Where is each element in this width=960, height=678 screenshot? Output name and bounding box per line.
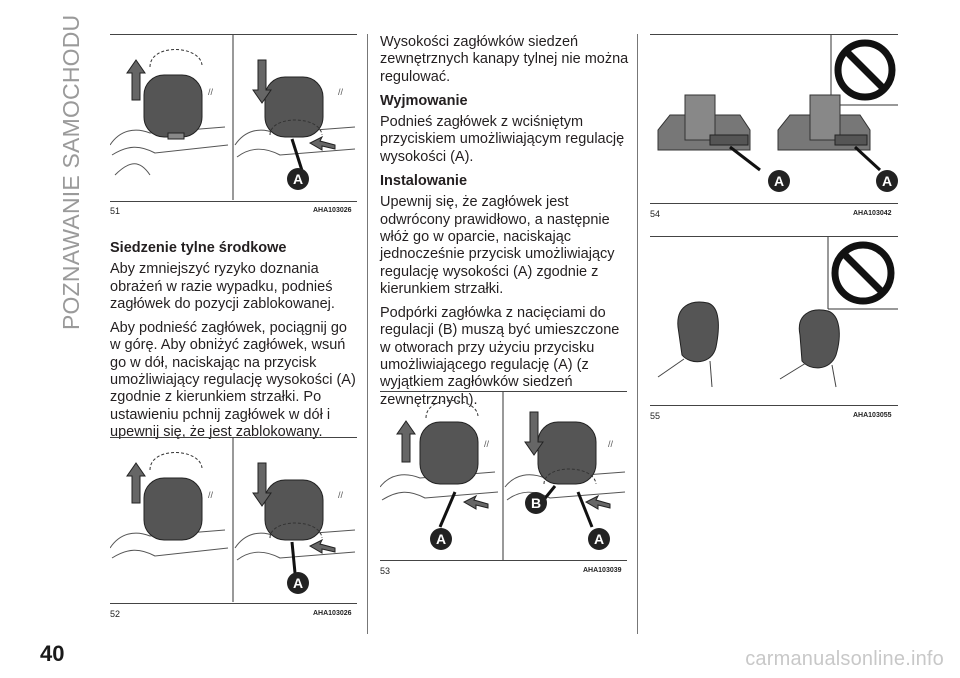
figure-bottom-rule <box>650 405 898 406</box>
figure-top-rule <box>110 437 357 438</box>
svg-text://: // <box>338 490 344 500</box>
figure-number: 51 <box>110 206 121 216</box>
figure-54-image <box>650 35 898 203</box>
callout-label-a: A <box>287 168 309 190</box>
paragraph: Podnieś zagłówek z wciśniętym przyciskie… <box>380 114 625 165</box>
figure-55-image <box>650 237 898 405</box>
figure-number: 55 <box>650 411 661 421</box>
figure-51-image: // // <box>110 35 358 200</box>
figure-code: AHA103055 <box>853 412 892 419</box>
callout-label-b: B <box>525 492 547 514</box>
paragraph: Upewnij się, że zagłówek jest odwrócony … <box>380 194 615 297</box>
figure-53-image: // // <box>380 392 628 560</box>
figure-top-rule <box>380 391 627 392</box>
figure-bottom-rule <box>110 201 357 202</box>
column-2-text: Wysokości zagłówków siedzeń zewnętrznych… <box>380 34 630 416</box>
figure-bottom-rule <box>380 560 627 561</box>
paragraph: Podpórki zagłówka z nacięciami do regula… <box>380 305 620 408</box>
figure-top-rule <box>650 236 898 237</box>
column-divider <box>637 34 638 634</box>
figure-52-image: // // <box>110 438 358 602</box>
figure-code: AHA103042 <box>853 210 892 217</box>
page-number: 40 <box>40 641 65 666</box>
figure-number: 52 <box>110 609 121 619</box>
paragraph: Aby zmniejszyć ryzyko doznania obrażeń w… <box>110 261 335 312</box>
callout-label-a: A <box>876 170 898 192</box>
section-heading: Instalowanie <box>380 173 468 190</box>
figure-code: AHA103026 <box>313 610 352 617</box>
figure-top-rule <box>650 34 898 35</box>
paragraph: Aby podnieść zagłówek, pociągnij go w gó… <box>110 320 356 440</box>
section-heading: Siedzenie tylne środkowe <box>110 240 287 256</box>
callout-label-a: A <box>430 528 452 550</box>
figure-number: 54 <box>650 209 661 219</box>
svg-text://: // <box>338 87 344 97</box>
svg-text://: // <box>608 439 614 449</box>
section-sidebar-title: POZNAWANIE SAMOCHODU <box>58 14 84 330</box>
figure-code: AHA103026 <box>313 207 352 214</box>
figure-bottom-rule <box>650 203 898 204</box>
column-1-text: Siedzenie tylne środkowe Aby zmniejszyć … <box>110 240 360 448</box>
figure-code: AHA103039 <box>583 567 622 574</box>
watermark: carmanualsonline.info <box>745 648 944 670</box>
figure-bottom-rule <box>110 603 357 604</box>
section-heading: Wyjmowanie <box>380 92 468 109</box>
svg-text://: // <box>208 490 214 500</box>
callout-label-a: A <box>768 170 790 192</box>
svg-text://: // <box>484 439 490 449</box>
svg-text://: // <box>208 87 214 97</box>
callout-label-a: A <box>287 572 309 594</box>
paragraph: Wysokości zagłówków siedzeń zewnętrznych… <box>380 34 629 85</box>
figure-number: 53 <box>380 566 391 576</box>
callout-label-a: A <box>588 528 610 550</box>
figure-top-rule <box>110 34 357 35</box>
column-divider <box>367 34 368 634</box>
